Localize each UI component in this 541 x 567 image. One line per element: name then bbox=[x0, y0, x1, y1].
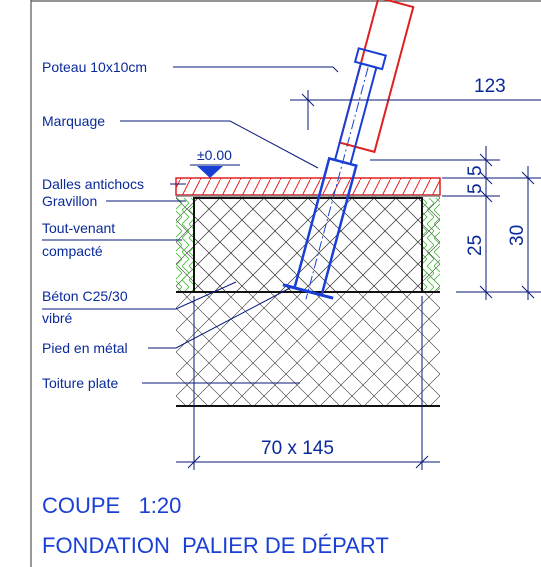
label-beton-1: Béton C25/30 bbox=[42, 288, 128, 304]
dim-tick-6 bbox=[521, 285, 535, 299]
dim-bottom-tick-left bbox=[187, 455, 201, 469]
leader-pied bbox=[148, 287, 291, 349]
label-gravillon: Gravillon bbox=[42, 193, 97, 209]
post-red-outline bbox=[338, 0, 415, 154]
dim-tick-3 bbox=[479, 189, 493, 203]
dim-5b-label: 5 bbox=[465, 183, 486, 194]
leader-poteau bbox=[173, 66, 339, 73]
label-dalles: Dalles antichocs bbox=[42, 176, 144, 192]
label-tout-venant-2: compacté bbox=[42, 243, 103, 259]
dim-5a-label: 5 bbox=[465, 165, 486, 176]
dim-bottom-tick-right bbox=[415, 455, 429, 469]
label-toiture: Toiture plate bbox=[42, 375, 118, 391]
post-assembly bbox=[282, 0, 415, 300]
dim-bottom-label: 70 x 145 bbox=[261, 438, 334, 459]
post-inner-tube bbox=[333, 62, 378, 166]
label-beton-2: vibré bbox=[42, 310, 73, 326]
label-pied: Pied en métal bbox=[42, 340, 128, 356]
dim-tick-2 bbox=[479, 171, 493, 185]
dim-top-label: 123 bbox=[474, 76, 506, 97]
level-label: ±0.00 bbox=[197, 147, 232, 163]
dim-25-label: 25 bbox=[465, 235, 486, 256]
post-centerline bbox=[305, 67, 369, 300]
label-marquage: Marquage bbox=[42, 113, 105, 129]
label-tout-venant-1: Tout-venant bbox=[42, 220, 115, 236]
tout-venant-left-hatch bbox=[176, 198, 194, 292]
leader-marquage bbox=[120, 120, 319, 169]
dim-30-label: 30 bbox=[507, 225, 528, 246]
dim-tick-1 bbox=[479, 153, 493, 167]
label-poteau: Poteau 10x10cm bbox=[42, 59, 147, 75]
title-line-2: FONDATION PALIER DE DÉPART bbox=[42, 533, 389, 558]
level-marker-icon bbox=[197, 166, 223, 178]
concrete-block bbox=[193, 197, 423, 293]
leader-beton bbox=[42, 281, 237, 310]
dalles-antichocs-layer bbox=[175, 177, 441, 196]
tout-venant-right-hatch bbox=[422, 198, 440, 292]
dim-tick-5 bbox=[521, 171, 535, 185]
title-line-1: COUPE 1:20 bbox=[42, 493, 181, 518]
dim-tick-4 bbox=[479, 285, 493, 299]
metal-foot-plate bbox=[282, 283, 334, 300]
